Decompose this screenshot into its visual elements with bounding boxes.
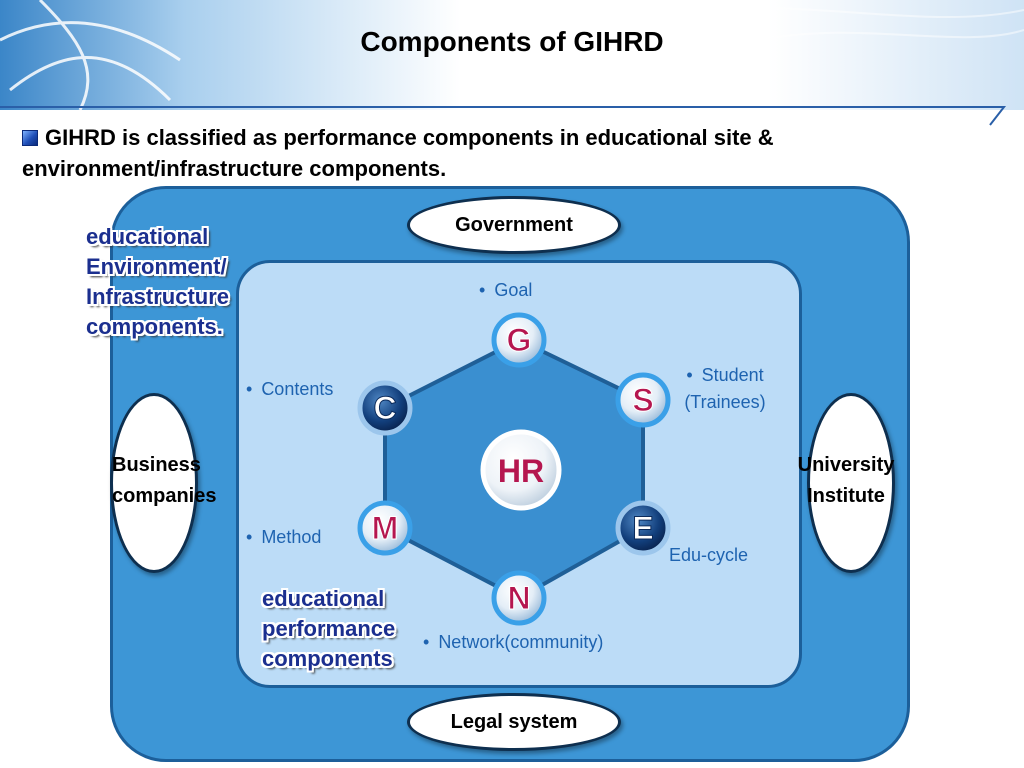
- intro-bullet: GIHRD is classified as performance compo…: [22, 122, 1017, 184]
- government-oval: Government: [407, 196, 621, 254]
- network-node: N: [491, 570, 547, 626]
- university-institute-label: University Institute: [782, 450, 910, 512]
- goal-label: • Goal: [479, 277, 532, 304]
- goal-node: G: [491, 312, 547, 368]
- trainees-text: (Trainees): [684, 392, 766, 412]
- intro-text: GIHRD is classified as performance compo…: [22, 125, 774, 181]
- header-swirl-decoration: [0, 0, 1024, 110]
- method-node-ball: [357, 500, 413, 556]
- method-node-letter: M: [372, 510, 399, 546]
- contents-text: Contents: [261, 379, 334, 399]
- env-line-2: Environment/: [86, 254, 227, 279]
- perf-line-1: educational: [262, 586, 385, 611]
- student-text: Student: [701, 365, 764, 385]
- goal-text: Goal: [494, 280, 533, 300]
- university-line-2: Institute: [807, 485, 885, 507]
- performance-components-callout: educational performance components: [262, 584, 432, 674]
- bullet-dot-icon: •: [246, 379, 253, 399]
- edu-cycle-node-letter: E: [632, 510, 653, 546]
- header-rule: [0, 106, 1007, 126]
- goal-node-ball: [491, 312, 547, 368]
- business-oval: [110, 393, 198, 573]
- hr-center-letter: HR: [498, 453, 544, 489]
- env-line-4: components.: [86, 314, 223, 339]
- student-node-ball: [615, 372, 671, 428]
- network-text: Network(community): [438, 632, 604, 652]
- edu-cycle-text: Edu-cycle: [669, 545, 749, 565]
- contents-node-ball: [357, 380, 413, 436]
- method-text: Method: [261, 527, 322, 547]
- bullet-dot-icon: •: [423, 632, 430, 652]
- government-label: Government: [455, 213, 573, 236]
- business-companies-label: Business companies: [112, 450, 216, 512]
- edu-cycle-node: E: [615, 500, 671, 556]
- university-line-1: University: [797, 454, 895, 476]
- business-line-1: Business: [112, 454, 201, 476]
- env-line-3: Infrastructure: [86, 284, 230, 309]
- legal-system-oval: Legal system: [407, 693, 621, 751]
- student-node-letter: S: [632, 382, 653, 418]
- university-oval: [807, 393, 895, 573]
- contents-node: C: [357, 380, 413, 436]
- goal-node-letter: G: [507, 322, 532, 358]
- legal-system-label: Legal system: [450, 710, 578, 733]
- square-bullet-icon: [22, 130, 38, 146]
- hr-center: HR: [480, 429, 562, 511]
- bullet-dot-icon: •: [686, 365, 693, 385]
- student-node: S: [615, 372, 671, 428]
- student-label: • Student (Trainees): [674, 362, 776, 416]
- business-line-2: companies: [112, 485, 217, 507]
- perf-line-2: performance: [262, 616, 396, 641]
- bullet-dot-icon: •: [246, 527, 253, 547]
- contents-label: • Contents: [246, 376, 333, 403]
- bullet-dot-icon: •: [479, 280, 486, 300]
- network-node-letter: N: [507, 580, 530, 616]
- env-line-1: educational: [86, 224, 209, 249]
- edu-cycle-node-ball: [615, 500, 671, 556]
- perf-line-3: components: [262, 646, 393, 671]
- network-label: • Network(community): [423, 629, 603, 656]
- contents-node-letter: C: [373, 390, 396, 426]
- method-node: M: [357, 500, 413, 556]
- method-label: • Method: [246, 524, 321, 551]
- slide-title: Components of GIHRD: [360, 26, 664, 57]
- network-node-ball: [491, 570, 547, 626]
- edu-cycle-label: Edu-cycle: [669, 542, 748, 569]
- environment-components-callout: educational Environment/ Infrastructure …: [86, 222, 266, 342]
